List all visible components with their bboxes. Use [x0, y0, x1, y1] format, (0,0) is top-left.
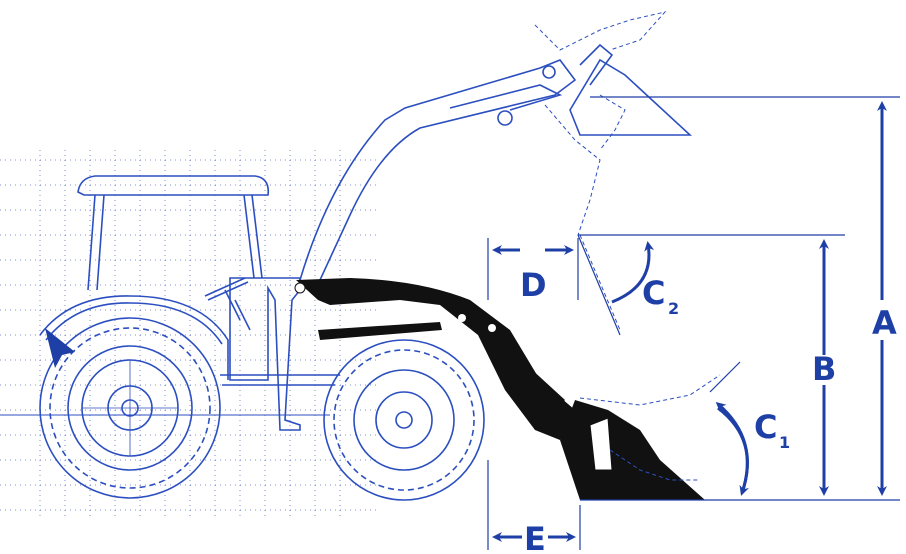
front-wheel	[323, 339, 485, 501]
dim-c2-subscript: 2	[668, 299, 679, 318]
tractor-outline	[0, 175, 340, 431]
dim-c1-label: C	[754, 408, 777, 446]
tilt-cylinder	[498, 345, 565, 408]
lift-cylinder	[318, 322, 442, 340]
cab-front-post-inner	[243, 194, 255, 279]
background-grid	[0, 150, 380, 520]
dim-a-label: A	[872, 304, 897, 342]
steering-wheel	[204, 277, 251, 331]
chassis-line	[220, 374, 340, 386]
angle-reference-lines	[577, 234, 741, 393]
rear-fender-inner	[45, 302, 223, 345]
direction-arrow-icon	[45, 328, 75, 368]
cab-front-post	[251, 194, 263, 279]
cab-rear-post	[87, 194, 96, 291]
dim-c2-arc	[611, 241, 655, 304]
rear-fender	[39, 295, 229, 380]
rear-wheel	[39, 317, 221, 499]
lowered-bucket	[560, 400, 705, 500]
dimension-arrows	[492, 101, 887, 542]
raised-bucket-dashed	[534, 11, 667, 236]
dim-c2-label: C	[642, 274, 665, 312]
dim-c1-subscript: 1	[779, 433, 790, 452]
dim-d-label: D	[520, 266, 547, 304]
dim-e-label: E	[524, 520, 546, 554]
cab-rear-post-inner	[96, 194, 105, 291]
dimension-lines	[487, 96, 900, 550]
raised-bucket	[569, 58, 693, 136]
lowered-loader-arm	[294, 278, 575, 440]
dim-b-label: B	[812, 350, 836, 388]
lowered-bucket-dashed	[579, 234, 721, 481]
raised-boom-outline	[299, 43, 693, 281]
cab-roof	[77, 175, 270, 196]
